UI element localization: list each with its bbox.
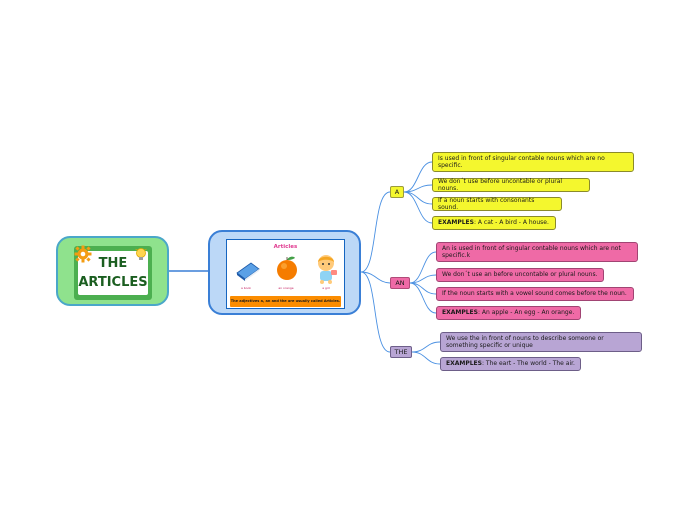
girl-icon — [318, 255, 337, 284]
gear-icon — [74, 245, 92, 263]
connector-a-1 — [403, 161, 433, 193]
caption-girl: a girl — [322, 286, 330, 290]
articles-definition-strip: The adjectives a, an and the are usually… — [230, 296, 341, 307]
the-rule-specific[interactable]: We use the in front of nouns to describe… — [440, 332, 642, 352]
orange-icon — [277, 256, 297, 280]
caption-orange: an orange — [278, 286, 294, 290]
connector-the-1 — [411, 341, 441, 353]
an-rule-vowel[interactable]: If the noun starts with a vowel sound co… — [436, 287, 634, 301]
root-title: THE ARTICLES — [78, 256, 148, 290]
connector-an-1 — [409, 251, 437, 284]
root-topic[interactable]: THE ARTICLES — [56, 236, 169, 306]
lightbulb-icon — [135, 248, 147, 260]
picture-title: Articles — [273, 244, 298, 250]
connector-center-a — [360, 191, 391, 273]
connector-center-the — [360, 271, 391, 353]
branch-an[interactable]: AN — [390, 277, 410, 289]
branch-the[interactable]: THE — [390, 346, 412, 358]
an-rule-uncountable[interactable]: We don´t use an before uncontable or plu… — [436, 268, 604, 282]
connector-an-4 — [409, 282, 437, 314]
connector-an-3 — [409, 282, 437, 295]
a-rule-specific[interactable]: Is used in front of singular contable no… — [432, 152, 634, 172]
a-rule-consonant[interactable]: If a noun starts with consonants sound. — [432, 197, 562, 211]
central-topic[interactable]: Articles a book an orange a girl The — [208, 230, 361, 315]
articles-picture: Articles a book an orange a girl The — [226, 239, 345, 309]
a-examples[interactable]: EXAMPLES: A cat - A bird - A house. — [432, 216, 556, 230]
connector-center-an — [360, 271, 391, 284]
caption-book: a book — [240, 286, 252, 290]
connector-an-2 — [409, 274, 437, 284]
book-icon — [236, 262, 260, 281]
an-examples[interactable]: EXAMPLES: An apple - An egg - An orange. — [436, 306, 581, 320]
connector-a-4 — [403, 191, 433, 224]
root-image-inner: THE ARTICLES — [78, 251, 148, 295]
a-rule-uncountable[interactable]: We don´t use before uncontable or plural… — [432, 178, 590, 192]
an-rule-specific[interactable]: An is used in front of singular contable… — [436, 242, 638, 262]
connector-a-3 — [403, 191, 433, 205]
articles-definition: The adjectives a, an and the are usually… — [230, 299, 341, 304]
connector-the-2 — [411, 351, 441, 365]
the-examples[interactable]: EXAMPLES: The eart - The world - The air… — [440, 357, 581, 371]
branch-a[interactable]: A — [390, 186, 404, 198]
